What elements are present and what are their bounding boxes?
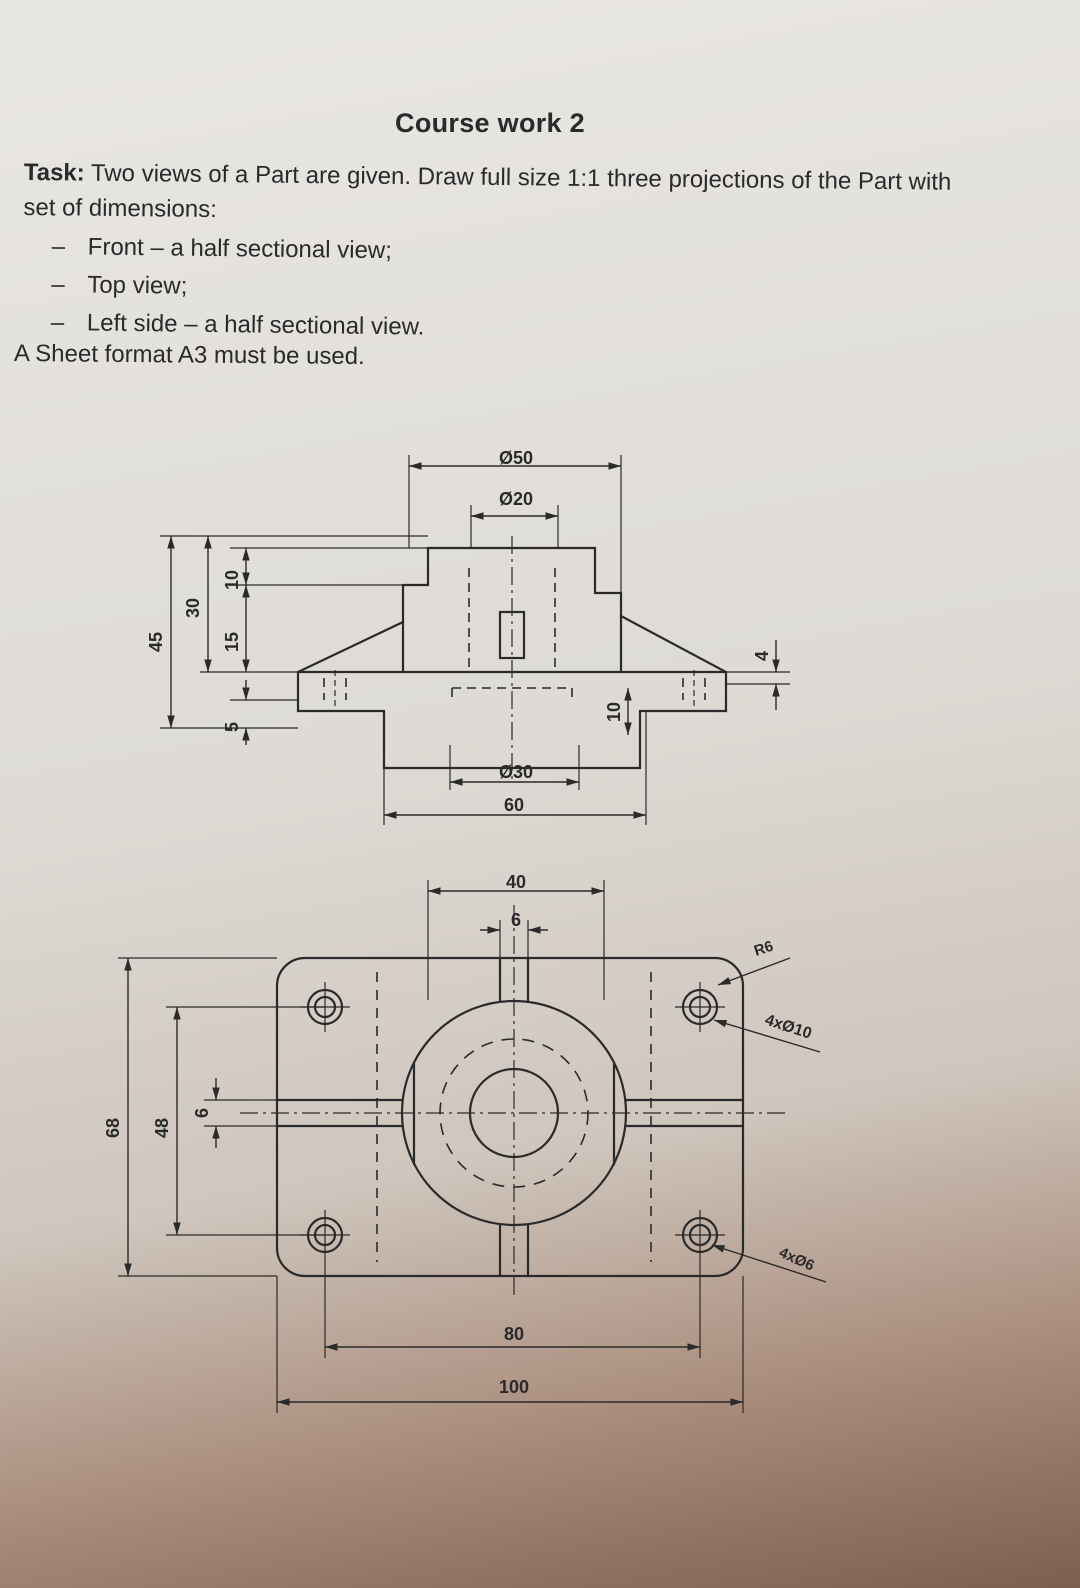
- dim-45: 45: [146, 632, 166, 652]
- dim-10-right: 10: [604, 702, 624, 722]
- top-view-dimension-labels: 40 6 R6 4xØ10 4xØ6 68 48 6 80 100: [103, 872, 817, 1397]
- dim-d20: Ø20: [499, 489, 533, 509]
- hole-top-right: [675, 982, 725, 1032]
- dim-4xd10: 4xØ10: [763, 1012, 814, 1043]
- dim-4xd6: 4xØ6: [776, 1244, 816, 1274]
- dim-40: 40: [506, 872, 526, 892]
- dim-60: 60: [504, 795, 524, 815]
- dim-6-top: 6: [511, 910, 521, 930]
- dim-30: 30: [183, 598, 203, 618]
- dim-80: 80: [504, 1324, 524, 1344]
- dim-68: 68: [103, 1118, 123, 1138]
- dim-5: 5: [222, 722, 242, 732]
- dim-10-top: 10: [222, 570, 242, 590]
- mounting-holes: [300, 982, 725, 1260]
- hole-bottom-right: [675, 1210, 725, 1260]
- dim-d30: Ø30: [499, 762, 533, 782]
- dim-d50: Ø50: [499, 448, 533, 468]
- dim-48: 48: [152, 1118, 172, 1138]
- dim-15: 15: [222, 632, 242, 652]
- dim-r6: R6: [752, 938, 776, 960]
- front-view-dimension-labels: Ø50 Ø20 Ø30 60 45 30 10 15 5 10 4: [146, 448, 772, 815]
- top-view: [118, 880, 827, 1413]
- dim-6-left: 6: [192, 1108, 212, 1118]
- dim-4: 4: [752, 651, 772, 661]
- page-title: Course work 2: [395, 108, 585, 138]
- dim-100: 100: [499, 1377, 529, 1397]
- front-view: [160, 455, 790, 825]
- base-plate: [275, 956, 745, 1278]
